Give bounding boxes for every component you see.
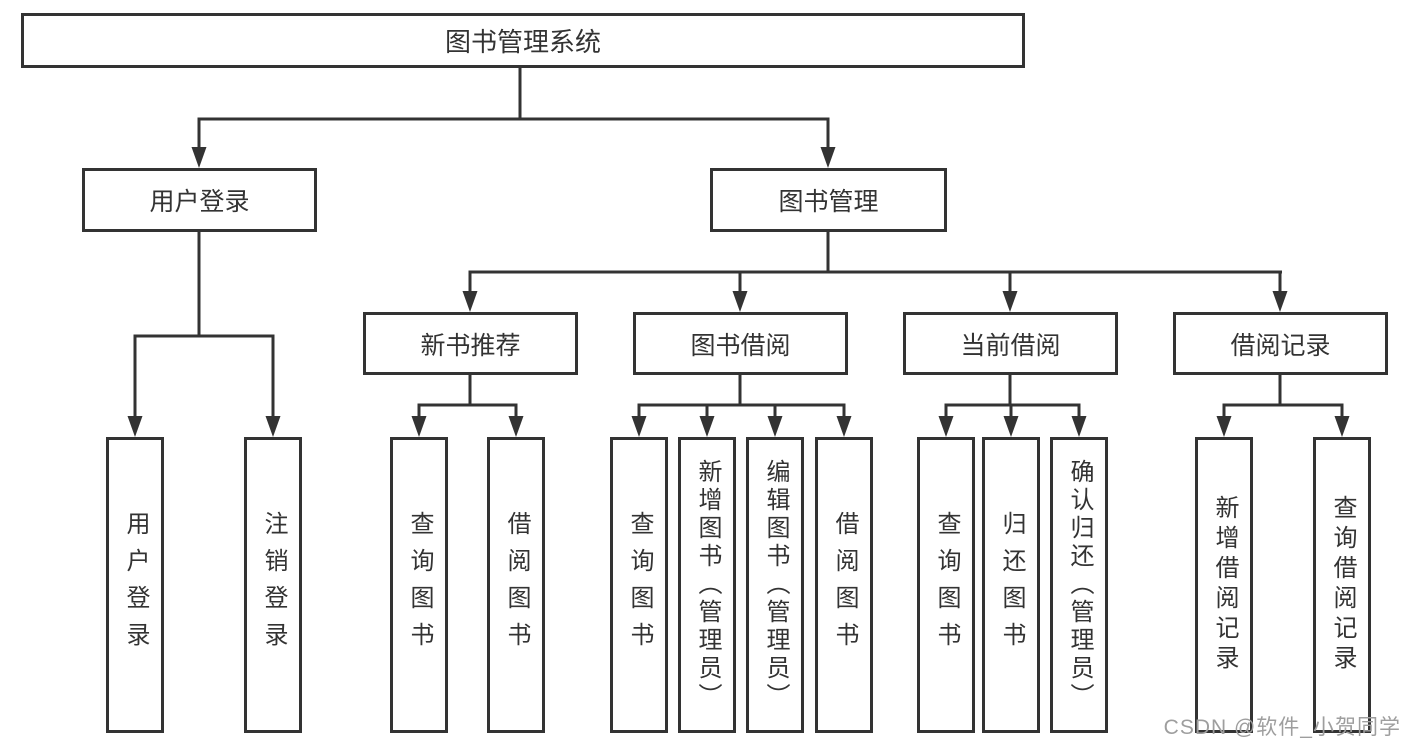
leaf-borrowing-borrow-book: 借阅图书 xyxy=(815,437,873,733)
node-library-management-system: 图书管理系统 xyxy=(21,13,1025,68)
node-label: 当前借阅 xyxy=(960,331,1061,360)
leaf-borrowing-add-book-admin: 新增图书（管理员） xyxy=(678,437,736,733)
leaf-current-confirm-return-admin: 确认归还（管理员） xyxy=(1050,437,1108,733)
node-book-management: 图书管理 xyxy=(710,168,947,232)
leaf-label: 新增借阅记录 xyxy=(1211,495,1238,675)
node-user-login: 用户登录 xyxy=(82,168,317,232)
node-borrowing-records: 借阅记录 xyxy=(1173,312,1388,375)
node-label: 图书管理系统 xyxy=(444,27,601,57)
leaf-label: 查询图书 xyxy=(406,511,433,659)
leaf-label: 归还图书 xyxy=(998,511,1025,659)
leaf-label: 新增图书（管理员） xyxy=(694,459,721,711)
leaf-records-query-record: 查询借阅记录 xyxy=(1313,437,1371,733)
node-book-borrowing: 图书借阅 xyxy=(633,312,848,375)
leaf-current-query-book: 查询图书 xyxy=(917,437,975,733)
leaf-logout: 注销登录 xyxy=(244,437,302,733)
leaf-borrowing-query-book: 查询图书 xyxy=(610,437,668,733)
leaf-label: 查询图书 xyxy=(933,511,960,659)
leaf-label: 注销登录 xyxy=(260,511,287,659)
leaf-recommend-borrow-book: 借阅图书 xyxy=(487,437,545,733)
node-label: 图书管理 xyxy=(778,188,879,216)
watermark: CSDN @软件_小贺同学 xyxy=(1163,716,1401,739)
node-label: 借阅记录 xyxy=(1230,331,1331,360)
leaf-borrowing-edit-book-admin: 编辑图书（管理员） xyxy=(746,437,804,733)
leaf-label: 借阅图书 xyxy=(503,511,530,659)
leaf-label: 查询图书 xyxy=(626,511,653,659)
leaf-current-return-book: 归还图书 xyxy=(982,437,1040,733)
leaf-recommend-query-book: 查询图书 xyxy=(390,437,448,733)
node-label: 图书借阅 xyxy=(690,331,791,360)
node-label: 用户登录 xyxy=(149,188,250,216)
leaf-label: 编辑图书（管理员） xyxy=(762,459,789,711)
leaf-label: 查询借阅记录 xyxy=(1329,495,1356,675)
node-new-book-recommendation: 新书推荐 xyxy=(363,312,578,375)
leaf-label: 用户登录 xyxy=(122,511,149,659)
node-label: 新书推荐 xyxy=(420,331,521,360)
leaf-records-add-record: 新增借阅记录 xyxy=(1195,437,1253,733)
leaf-label: 借阅图书 xyxy=(831,511,858,659)
node-current-borrowing: 当前借阅 xyxy=(903,312,1118,375)
leaf-label: 确认归还（管理员） xyxy=(1066,459,1093,711)
leaf-user-login: 用户登录 xyxy=(106,437,164,733)
